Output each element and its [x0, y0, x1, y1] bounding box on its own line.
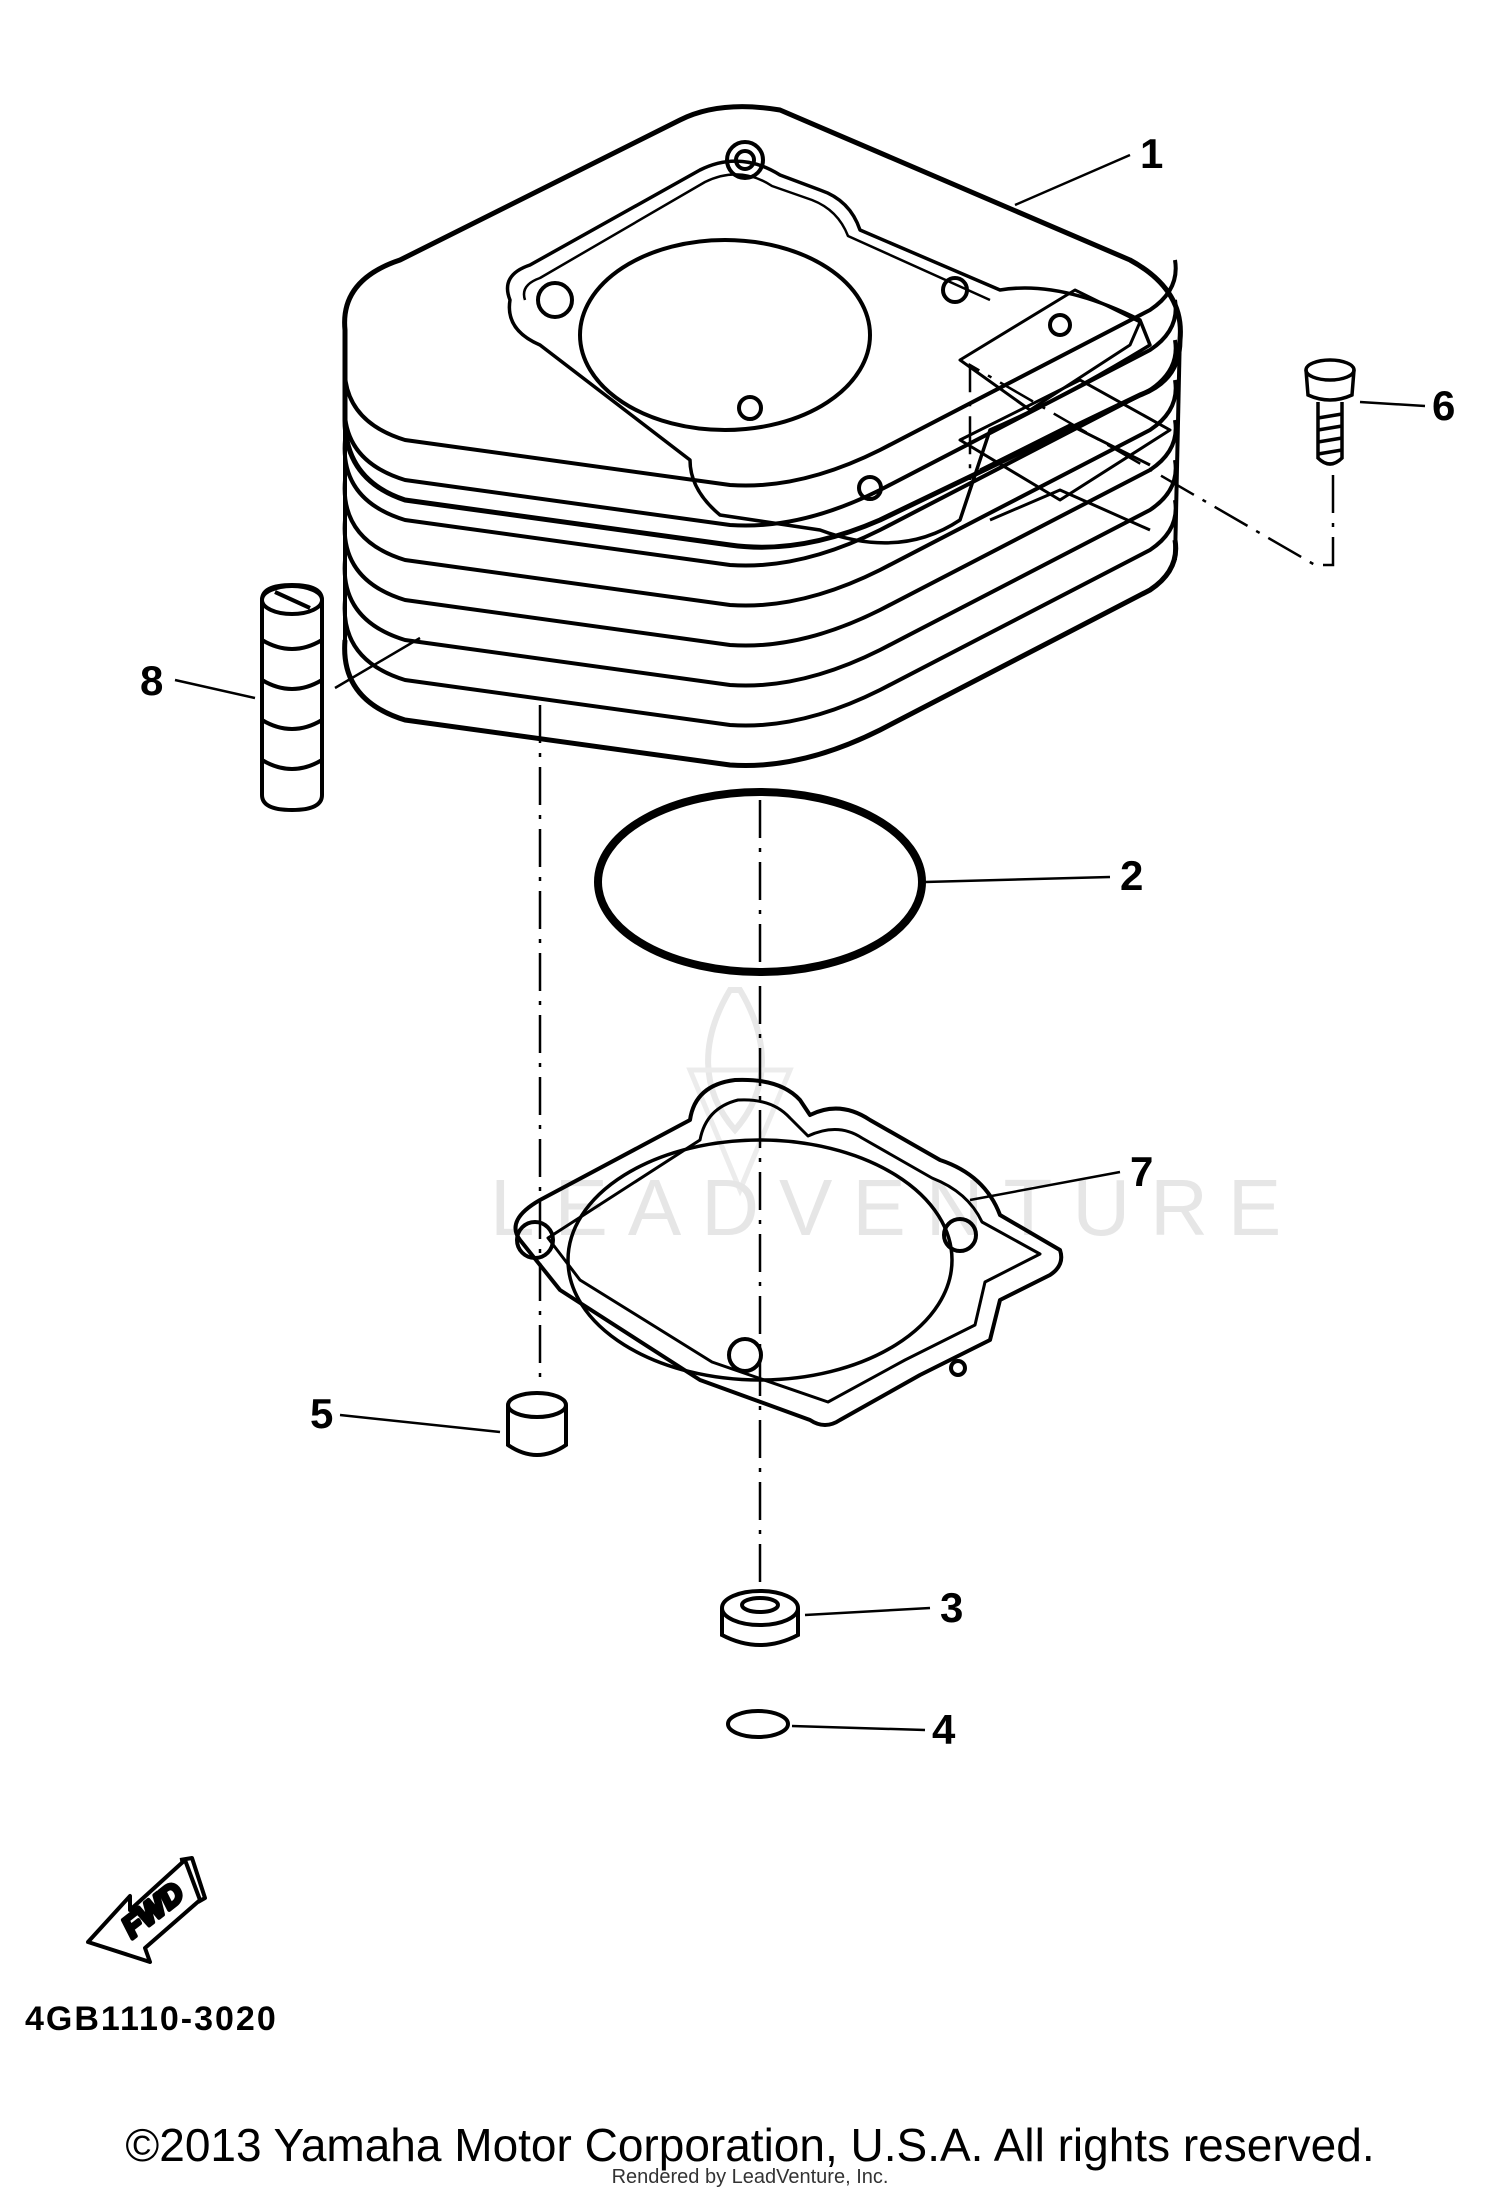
forward-arrow-icon: FWD: [86, 1856, 207, 1964]
o-ring-part-4: [726, 1709, 790, 1739]
callout-5: 5: [310, 1390, 333, 1437]
leader-1: [1014, 153, 1131, 207]
o-ring-part-2: [594, 788, 926, 976]
base-gasket-part-7: [513, 1077, 1064, 1427]
dowel-part-8: [260, 582, 324, 813]
callout-2: 2: [1120, 852, 1143, 899]
rendered-by-credit: Rendered by LeadVenture, Inc.: [611, 2166, 889, 2188]
leader-8: [334, 636, 421, 690]
watermark: LEADVENTURE: [490, 987, 1281, 1252]
copyright-notice: ©2013 Yamaha Motor Corporation, U.S.A. A…: [125, 2119, 1375, 2171]
callout-3: 3: [940, 1584, 963, 1631]
callout-4: 4: [932, 1706, 956, 1753]
dowel-part-3: [720, 1589, 800, 1647]
callout-8: 8: [140, 657, 163, 704]
bolt-part-6: [1304, 358, 1356, 466]
callout-1: 1: [1140, 130, 1163, 177]
callout-6: 6: [1432, 382, 1455, 429]
dowel-part-5: [506, 1391, 568, 1457]
cylinder-part-1: [342, 104, 1183, 769]
callout-7: 7: [1130, 1148, 1153, 1195]
assembly-line-6: [968, 362, 1335, 567]
part-code: 4GB1110-3020: [25, 2000, 278, 2038]
